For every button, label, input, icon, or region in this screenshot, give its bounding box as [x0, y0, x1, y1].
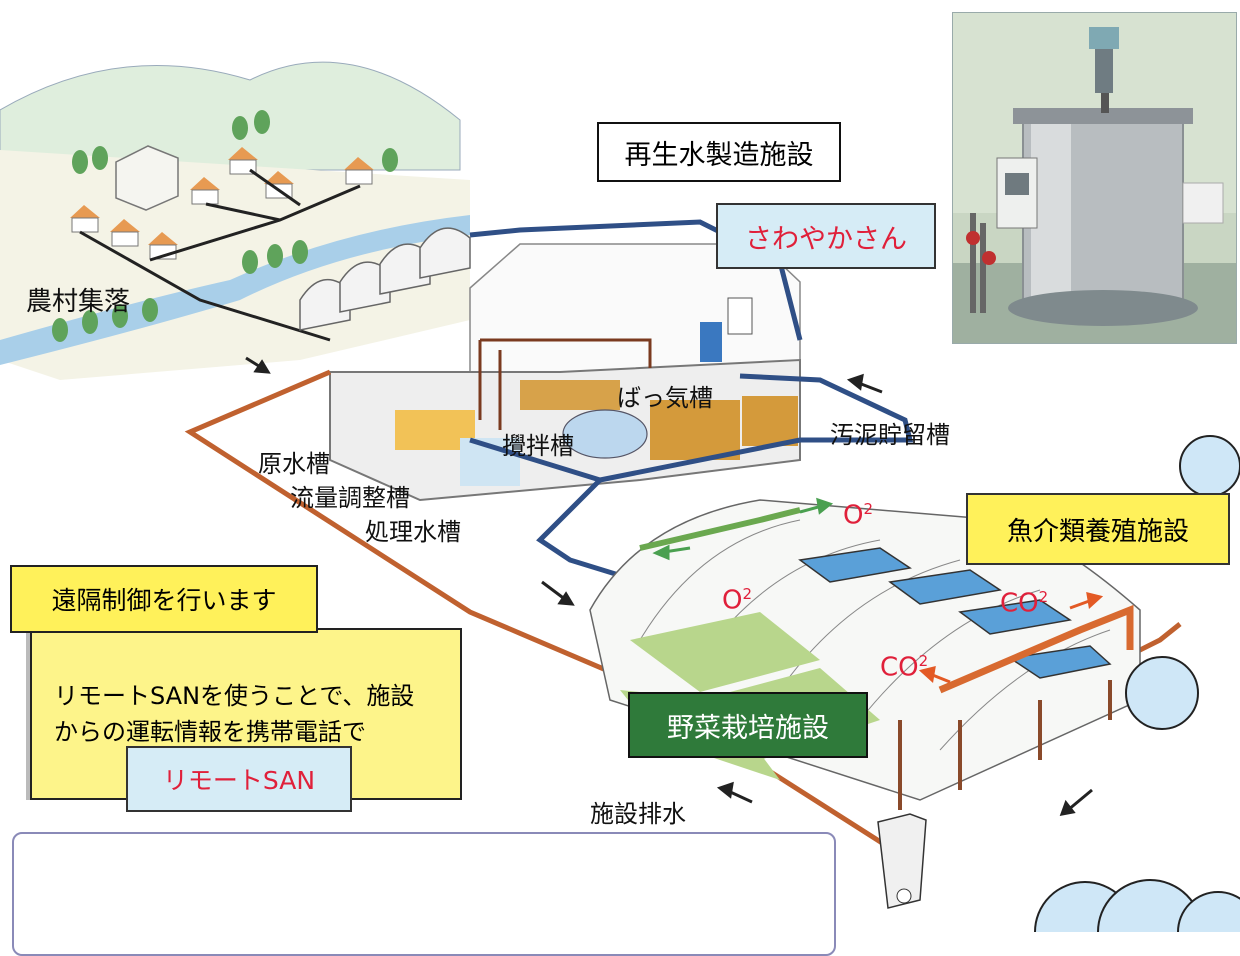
remote-san-label: リモートSAN: [162, 766, 316, 795]
drainage-label: 施設排水: [590, 800, 686, 828]
treated-water-tank-label: 処理水槽: [365, 518, 461, 546]
drain-pit: [877, 813, 927, 909]
co2-label-left: CO2: [880, 654, 928, 681]
green-pipe: [639, 507, 801, 551]
arrow-greenhouse: [541, 580, 575, 606]
drain-connectors: [898, 680, 1112, 810]
raw-water-tank-label: 原水槽: [258, 450, 330, 478]
remote-san-box: リモートSAN: [126, 746, 352, 812]
arrow-air-left: [652, 544, 691, 561]
co2-label-right-text: CO: [1000, 588, 1039, 619]
internal-pipes: [478, 338, 652, 430]
orange-co2-pipe: [938, 604, 1134, 694]
facility-title: 再生水製造施設: [624, 139, 814, 171]
flow-adjust-tank-label: 流量調整槽: [290, 484, 410, 512]
vegetable-farm-label: 野菜栽培施設: [667, 712, 829, 744]
remote-desc-box: リモートSANを使うことで、施設 からの運転情報を携帯電話で: [30, 628, 462, 800]
drain-pump: [896, 888, 912, 904]
mountain-range: [0, 61, 461, 171]
o2-label-top-text: O: [843, 500, 864, 531]
co2-label-left-text: CO: [880, 652, 919, 683]
sawayaka-label: さわやかさん: [745, 223, 907, 255]
stir-tank-label: 攪拌槽: [502, 432, 574, 460]
apartment-building: [115, 145, 179, 211]
remote-desc-line1: リモートSANを使うことで、施設: [54, 682, 415, 710]
village-label: 農村集落: [26, 287, 131, 317]
fish-farm-label: 魚介類養殖施設: [1006, 516, 1189, 547]
arrow-sludge: [846, 373, 883, 394]
river: [0, 215, 470, 365]
storage-domes: [299, 227, 471, 331]
co2-label-right-sup: 2: [1038, 588, 1049, 606]
arrow-co2-left: [918, 665, 951, 684]
sawayaka-photo: [952, 12, 1237, 344]
tank-fill-sludge: [742, 396, 798, 446]
trees: [52, 110, 398, 342]
facility-illustration: [0, 61, 1240, 932]
aeration-tank-vessel: [562, 409, 648, 459]
remote-control-label: 遠隔制御を行います: [51, 586, 277, 615]
o2-label-top-sup: 2: [863, 500, 874, 518]
air-arrows: [652, 497, 834, 561]
village-sewer-lines: [79, 168, 361, 342]
remote-desc-line2: からの運転情報を携帯電話で: [54, 718, 366, 746]
remote-control-box: 遠隔制御を行います: [10, 565, 318, 633]
fish-tanks: [798, 547, 1112, 679]
co2-label-left-sup: 2: [918, 652, 929, 670]
arrow-village: [245, 356, 271, 374]
flow-arrows: [245, 356, 1093, 816]
o2-label-mid-text: O: [722, 585, 743, 616]
o2-label-top: O2: [843, 502, 873, 529]
plant-equipment: [700, 322, 722, 362]
bubbles: [1034, 435, 1240, 932]
vegetable-farm-box: 野菜栽培施設: [628, 692, 868, 758]
arrow-co2-right: [1069, 591, 1104, 610]
o2-label-mid: O2: [722, 587, 752, 614]
tank-fill-aeration-top: [520, 380, 620, 410]
aeration-tank-label: ばっ気槽: [617, 384, 713, 412]
co2-arrows: [918, 591, 1104, 684]
diagram-canvas: 再生水製造施設 さわやかさん 農村集落 ばっ気槽 汚泥貯留槽 攪拌槽 原水槽 流…: [0, 12, 1240, 956]
control-panel: [727, 297, 753, 335]
facility-title-box: 再生水製造施設: [597, 122, 841, 182]
tank-fill-aeration-right: [650, 400, 740, 460]
co2-label-right: CO2: [1000, 590, 1048, 617]
fish-farm-box: 魚介類養殖施設: [966, 493, 1230, 565]
remote-san-panel: [12, 832, 836, 956]
photo-drawing: [953, 13, 1236, 343]
sawayaka-box: さわやかさん: [716, 203, 936, 269]
arrow-drainage: [716, 781, 753, 804]
sludge-tank-label: 汚泥貯留槽: [830, 421, 950, 449]
o2-label-mid-sup: 2: [742, 585, 753, 603]
arrow-right-return: [1059, 788, 1093, 816]
arrow-air-right: [799, 497, 834, 515]
